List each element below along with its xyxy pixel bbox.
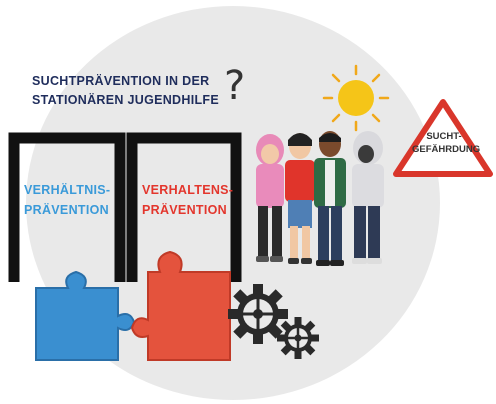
left-label-line-1: VERHÄLTNIS- (24, 183, 111, 197)
right-label-line-1: VERHALTENS- (142, 183, 234, 197)
red-puzzle-piece-icon (130, 250, 231, 361)
verhaeltnis-praevention-label: VERHÄLTNIS- PRÄVENTION (24, 180, 110, 220)
warning-sign-label: SUCHT- GEFÄHRDUNG (412, 130, 481, 156)
warning-line-1: SUCHT- (426, 131, 462, 142)
teen-pink-hoodie (256, 134, 284, 262)
teenagers-group (256, 131, 384, 266)
sun-icon (322, 64, 390, 132)
teen-green-jacket (314, 131, 346, 266)
page-title: SUCHTPRÄVENTION IN DER STATIONÄREN JUGEN… (32, 72, 232, 110)
small-gear-icon (277, 317, 319, 359)
title-line-1: SUCHTPRÄVENTION IN DER (32, 74, 210, 88)
question-mark-icon: ? (224, 63, 246, 109)
left-label-line-2: PRÄVENTION (24, 203, 109, 217)
puzzle-piece-icon (35, 270, 136, 361)
gear-icon (228, 284, 288, 344)
warning-line-2: GEFÄHRDUNG (412, 144, 481, 155)
right-frame (126, 132, 242, 282)
verhaltens-praevention-label: VERHALTENS- PRÄVENTION (142, 180, 233, 220)
warning-sign-icon (393, 99, 493, 177)
title-line-2: STATIONÄREN JUGENDHILFE (32, 93, 219, 107)
teen-grey-hoodie (352, 131, 384, 264)
right-label-line-2: PRÄVENTION (142, 203, 227, 217)
teen-red-shirt (285, 133, 315, 264)
left-frame (8, 132, 126, 282)
